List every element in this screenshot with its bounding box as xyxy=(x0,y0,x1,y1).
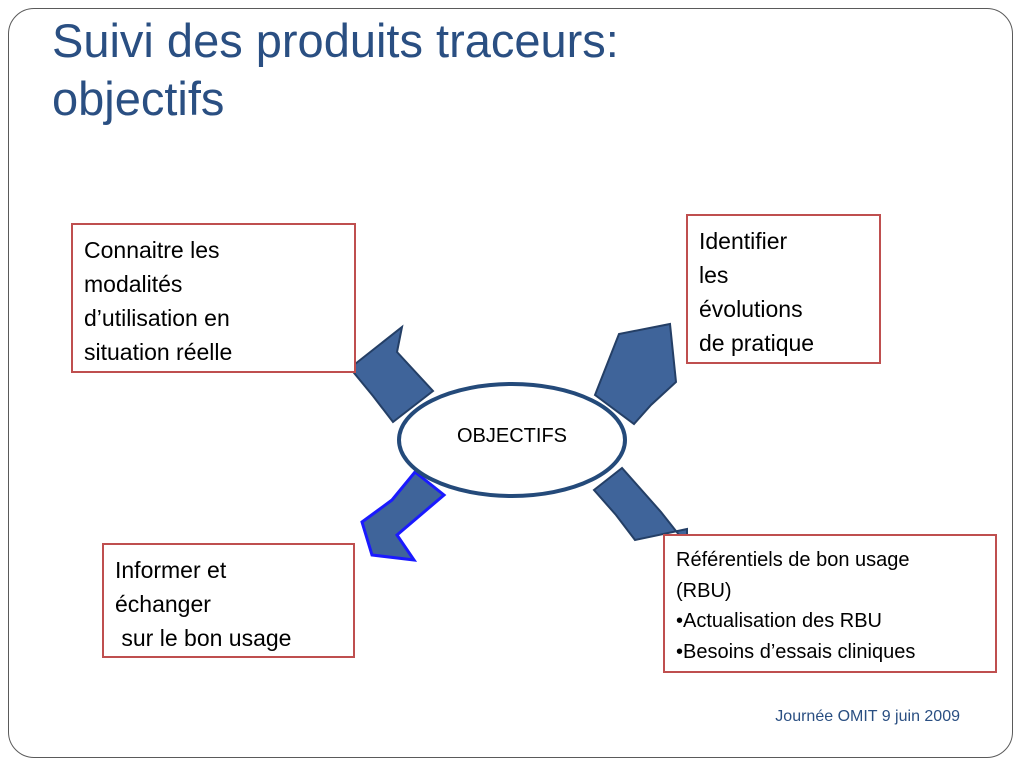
arrow-bottom-right xyxy=(592,466,688,548)
box-text-line: les xyxy=(699,262,729,288)
objective-box-top-left: Connaitre les modalités d’utilisation en… xyxy=(71,223,356,373)
box-text-line: Référentiels de bon usage xyxy=(676,549,910,571)
arrow-bottom-left xyxy=(360,469,447,562)
box-text-line: Connaitre les xyxy=(84,237,220,263)
box-text-line: modalités xyxy=(84,271,183,297)
objective-box-top-right: Identifier les évolutions de pratique xyxy=(686,214,881,364)
box-text-line: échanger xyxy=(115,591,211,617)
box-text-line: Informer et xyxy=(115,557,227,583)
objective-box-bottom-right: Référentiels de bon usage (RBU) •Actuali… xyxy=(663,534,997,673)
objectifs-label: OBJECTIFS xyxy=(456,425,567,447)
slide-title: Suivi des produits traceurs: objectifs xyxy=(52,12,852,128)
box-text-line: •Actualisation des RBU xyxy=(676,610,882,632)
box-text-line: Identifier xyxy=(699,228,788,254)
box-text-line: évolutions xyxy=(699,296,803,322)
slide-frame xyxy=(8,8,1013,758)
box-text-line: d’utilisation en xyxy=(84,305,230,331)
box-text-line: situation réelle xyxy=(84,339,233,365)
arrow-top-right xyxy=(593,322,678,426)
box-text-line: •Besoins d’essais cliniques xyxy=(676,640,916,663)
title-line-1: Suivi des produits traceurs: xyxy=(52,14,619,67)
box-text-line: de pratique xyxy=(699,330,815,356)
box-text-line: (RBU) xyxy=(676,579,732,602)
box-text-line: sur le bon usage xyxy=(115,625,292,651)
title-line-2: objectifs xyxy=(52,72,225,125)
objectifs-ellipse xyxy=(397,382,627,498)
footer-text: Journée OMIT 9 juin 2009 xyxy=(775,708,960,725)
objective-box-bottom-left: Informer et échanger sur le bon usage xyxy=(102,543,355,658)
